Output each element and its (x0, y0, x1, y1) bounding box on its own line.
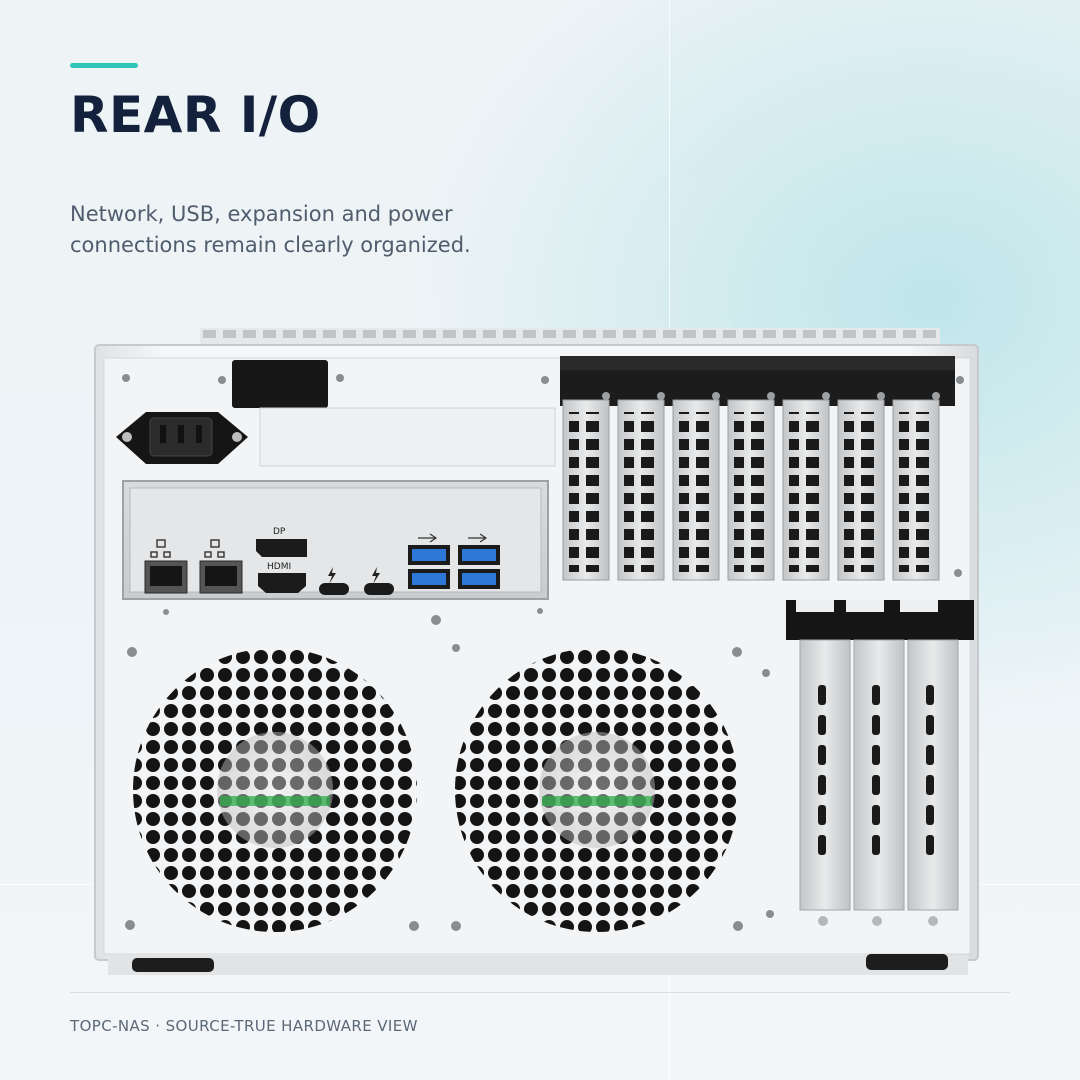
fan-grille-left (133, 648, 417, 932)
footer-divider (70, 992, 1010, 993)
fan-grille-right (455, 648, 739, 932)
pcie-slot-covers (562, 392, 940, 581)
expansion-cage (560, 356, 955, 406)
lower-expansion-cage (786, 600, 974, 926)
thunderbolt-icon (328, 567, 380, 584)
lan-ports (144, 539, 243, 594)
ethernet-port-icon (150, 539, 225, 558)
footer-caption: TOPC-NAS · SOURCE-TRUE HARDWARE VIEW (70, 1017, 418, 1035)
accent-bar (70, 63, 138, 68)
chassis-feet (108, 954, 968, 975)
chassis-screws (122, 374, 964, 931)
dp-label: DP (273, 527, 286, 537)
usb-a-ports (408, 533, 500, 589)
video-ports: DP HDMI (256, 527, 307, 593)
usb-superspeed-icon (418, 533, 488, 543)
psu-cover (232, 360, 556, 467)
power-inlet (116, 412, 248, 464)
page-subtitle: Network, USB, expansion and power connec… (70, 202, 471, 257)
hdmi-label: HDMI (267, 562, 291, 572)
usb-c-ports (319, 567, 394, 595)
page-title: REAR I/O (70, 86, 321, 144)
